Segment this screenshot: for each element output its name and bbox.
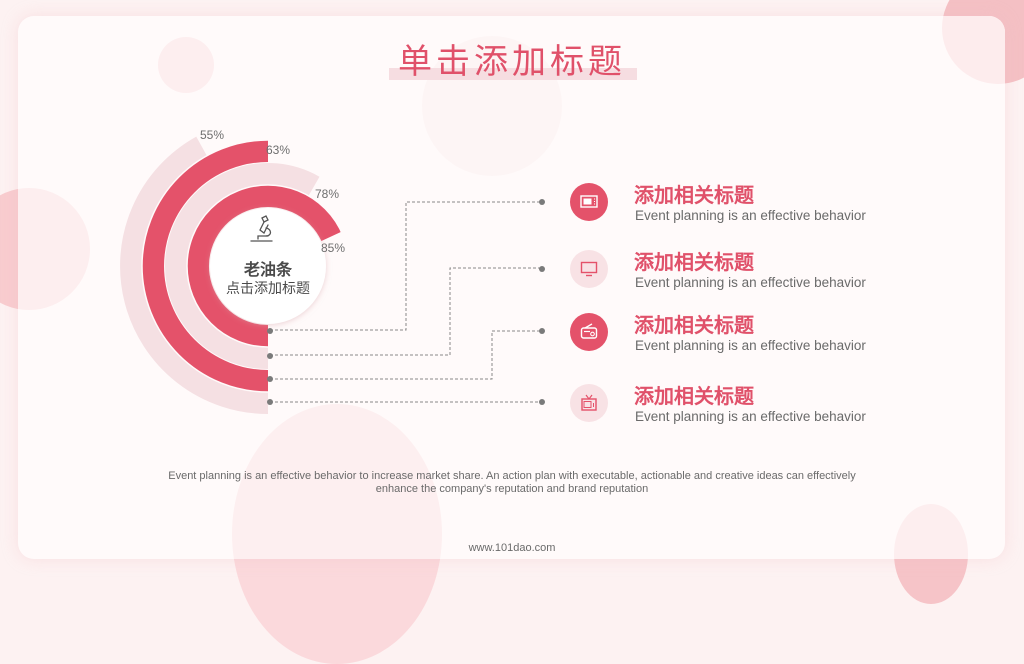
radio-icon — [580, 323, 598, 339]
ring-4-label: 85% — [321, 241, 346, 255]
item-description: Event planning is an effective behavior — [635, 338, 866, 353]
tv-icon — [581, 394, 597, 411]
list-item-1[interactable]: 添加相关标题 Event planning is an effective be… — [570, 183, 900, 243]
title-underline — [389, 68, 637, 80]
radial-bar-chart — [120, 136, 545, 414]
ring-1-label: 55% — [200, 128, 225, 142]
item-icon-circle — [570, 313, 608, 351]
ring-2-arc — [142, 140, 269, 392]
connector-lines — [270, 201, 542, 403]
list-item-3[interactable]: 添加相关标题 Event planning is an effective be… — [570, 313, 900, 373]
footer-url[interactable]: www.101dao.com — [468, 542, 556, 554]
item-title: 添加相关标题 — [634, 313, 754, 337]
page-title: 单击添加标题 — [398, 42, 626, 82]
item-icon-circle — [570, 384, 608, 422]
ring-3-arc — [165, 163, 320, 369]
item-title: 添加相关标题 — [634, 183, 754, 207]
item-icon-circle — [570, 183, 608, 221]
item-description: Event planning is an effective behavior — [635, 409, 866, 424]
item-icon-circle — [570, 250, 608, 288]
connector-dots — [267, 199, 545, 405]
microwave-icon — [580, 195, 598, 208]
ring-4-arc — [186, 185, 342, 347]
item-description: Event planning is an effective behavior — [635, 275, 866, 290]
card-circle-small — [158, 37, 214, 93]
center-title: 老油条 — [243, 260, 292, 279]
item-title: 添加相关标题 — [634, 250, 754, 274]
ring-2-label: 63% — [266, 143, 291, 157]
center-subtitle: 点击添加标题 — [226, 281, 310, 297]
ring-3-label: 78% — [315, 187, 340, 201]
footer-description: Event planning is an effective behavior … — [168, 470, 856, 495]
item-description: Event planning is an effective behavior — [635, 208, 866, 223]
microscope-icon — [250, 215, 273, 242]
list-item-2[interactable]: 添加相关标题 Event planning is an effective be… — [570, 250, 900, 310]
item-title: 添加相关标题 — [634, 384, 754, 408]
monitor-icon — [580, 261, 598, 277]
ring-1-arc — [120, 136, 269, 414]
card-circle-title — [422, 36, 562, 176]
list-item-4[interactable]: 添加相关标题 Event planning is an effective be… — [570, 384, 900, 444]
center-circle — [210, 208, 326, 324]
